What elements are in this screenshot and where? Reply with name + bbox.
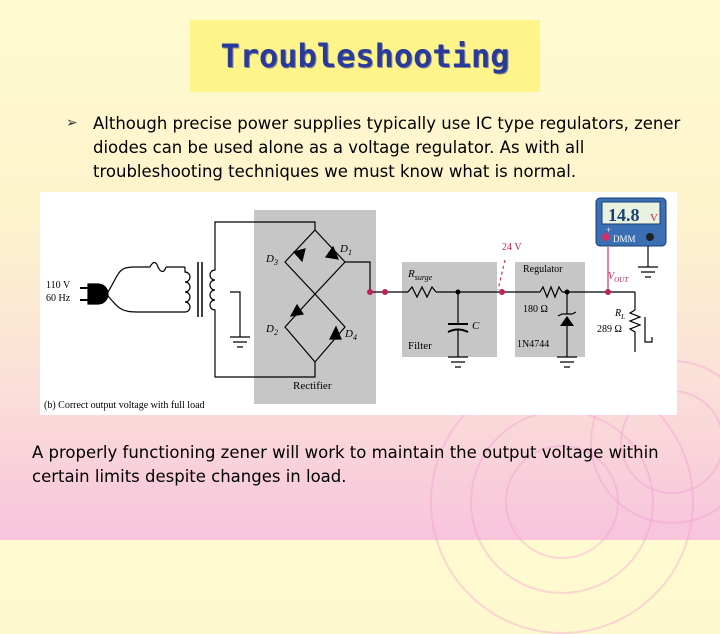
ground-icon xyxy=(557,356,577,368)
bridge-lower xyxy=(284,293,346,363)
node-dot xyxy=(605,289,611,295)
rsurge-resistor xyxy=(407,285,437,299)
dmm-plus: + xyxy=(606,225,611,235)
diode-d2 xyxy=(289,303,305,317)
regulator-resistor-value: 180 Ω xyxy=(523,304,548,315)
ground-wire xyxy=(230,291,241,337)
ground-icon xyxy=(230,336,250,348)
d2-label: D2 xyxy=(265,323,278,337)
d3-label: D3 xyxy=(265,253,278,267)
circuit-diagram: 110 V 60 Hz D3 D1 D2 D4 Rectifier Rsurge… xyxy=(40,192,677,415)
dmm-reading: 14.8 xyxy=(608,205,640,225)
ground-icon xyxy=(638,266,658,278)
capacitor-plate-curved xyxy=(447,328,469,333)
dmm-unit: V xyxy=(650,212,658,224)
d1-label: D1 xyxy=(339,243,352,257)
diode-d3 xyxy=(292,248,306,263)
measurement-dashed-line xyxy=(497,259,506,291)
figure-caption: (b) Correct output voltage with full loa… xyxy=(44,400,205,411)
bottom-text: A properly functioning zener will work t… xyxy=(32,443,659,486)
bridge-output-wire xyxy=(345,261,385,293)
rectifier-label: Rectifier xyxy=(293,380,332,392)
power-cord xyxy=(107,295,185,313)
title-box: Troubleshooting xyxy=(190,20,540,92)
power-cord xyxy=(107,266,150,293)
transformer-secondary xyxy=(209,262,216,320)
filter-block xyxy=(402,262,497,357)
regulator-label: Regulator xyxy=(523,264,563,275)
dmm-display xyxy=(601,201,661,225)
zener-diode xyxy=(560,316,574,326)
node-dot xyxy=(382,289,388,295)
rl-value: 289 Ω xyxy=(597,324,622,335)
regulator-resistor xyxy=(539,285,563,299)
capacitor-label: C xyxy=(472,320,480,332)
rsurge-label: Rsurge xyxy=(407,268,433,282)
node-dot xyxy=(367,289,373,295)
slide-title: Troubleshooting xyxy=(220,37,510,75)
node-dot xyxy=(564,289,570,295)
bullet-arrow-icon: ➢ xyxy=(66,115,78,131)
dmm-terminal xyxy=(602,233,610,241)
filter-label: Filter xyxy=(408,340,432,352)
vout-label: VOUT xyxy=(608,271,629,284)
node-dot xyxy=(455,289,461,295)
rl-label: RL xyxy=(614,308,625,321)
d4-label: D4 xyxy=(344,328,357,342)
zener-part-label: 1N4744 xyxy=(517,339,549,350)
transformer-primary xyxy=(184,267,191,313)
secondary-top-lead xyxy=(214,221,316,262)
plug-icon xyxy=(87,283,109,305)
zener-cathode xyxy=(557,311,577,317)
fuse xyxy=(149,261,167,273)
load-wiper xyxy=(644,317,653,343)
dmm-label: DMM xyxy=(613,234,636,244)
circuit-svg: 110 V 60 Hz D3 D1 D2 D4 Rectifier Rsurge… xyxy=(44,197,667,411)
node-dot xyxy=(499,289,505,295)
diode-d4 xyxy=(329,325,342,340)
diode-d1 xyxy=(324,245,339,260)
load-resistor xyxy=(628,309,642,352)
dmm-terminal xyxy=(646,233,654,241)
bullet-text: Although precise power supplies typicall… xyxy=(93,114,681,181)
ground-icon xyxy=(448,356,468,368)
regulator-block xyxy=(515,262,585,357)
voltage-label: 24 V xyxy=(502,242,522,253)
secondary-bottom-lead xyxy=(214,320,316,378)
source-label-frequency: 60 Hz xyxy=(46,293,71,304)
source-label-voltage: 110 V xyxy=(46,280,71,291)
